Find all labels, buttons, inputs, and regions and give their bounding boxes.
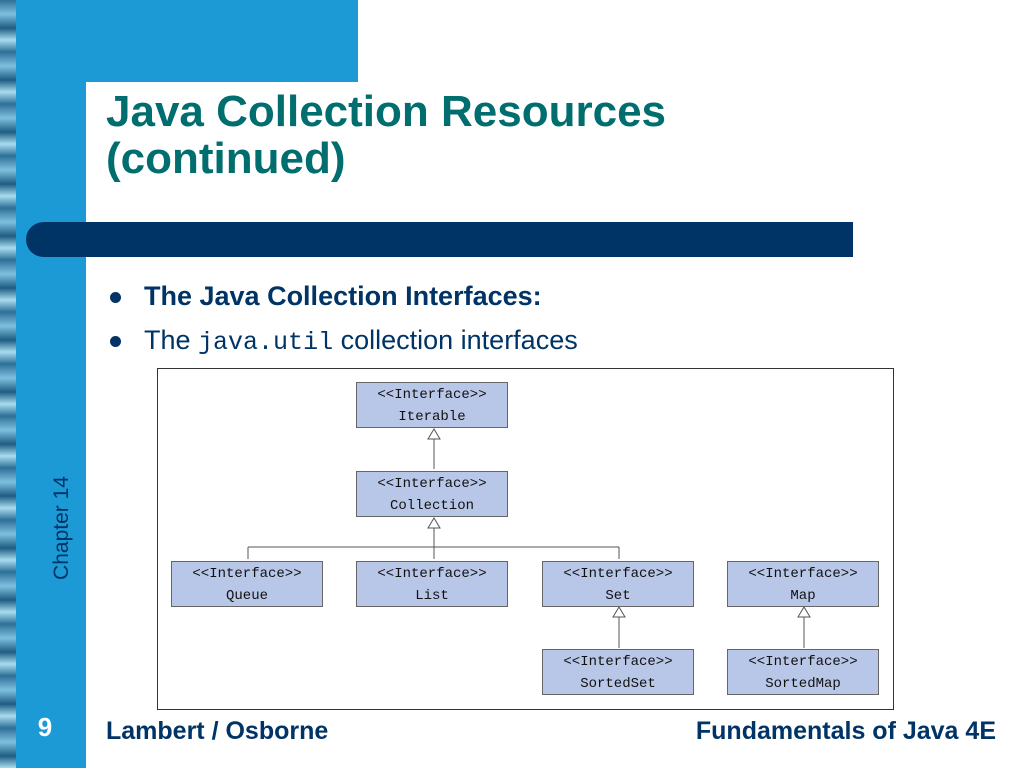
node-name: Map — [728, 585, 878, 607]
interface-node-set: <<Interface>> Set — [542, 561, 694, 607]
node-stereotype: <<Interface>> — [543, 651, 693, 673]
code-package-name: java.util — [198, 328, 333, 357]
interface-node-sortedset: <<Interface>> SortedSet — [542, 649, 694, 695]
bullet-text: The Java Collection Interfaces: — [144, 281, 542, 311]
node-stereotype: <<Interface>> — [357, 563, 507, 585]
bullet-text-prefix: The — [144, 325, 191, 355]
bullet-list: The Java Collection Interfaces: The java… — [110, 274, 578, 365]
node-stereotype: <<Interface>> — [543, 563, 693, 585]
node-name: Queue — [172, 585, 322, 607]
decorative-photo-stripe — [0, 0, 16, 768]
bullet-item: The java.util collection interfaces — [110, 318, 578, 365]
footer-book-title: Fundamentals of Java 4E — [696, 717, 996, 746]
top-accent-panel — [86, 0, 358, 82]
node-stereotype: <<Interface>> — [357, 384, 507, 406]
inheritance-arrow-icon — [613, 607, 625, 617]
inheritance-arrow-icon — [428, 429, 440, 439]
node-stereotype: <<Interface>> — [172, 563, 322, 585]
node-name: Collection — [357, 495, 507, 517]
interface-node-map: <<Interface>> Map — [727, 561, 879, 607]
footer-authors: Lambert / Osborne — [106, 717, 328, 746]
node-stereotype: <<Interface>> — [728, 563, 878, 585]
slide-title: Java Collection Resources (continued) — [106, 88, 986, 182]
interface-node-iterable: <<Interface>> Iterable — [356, 382, 508, 428]
node-stereotype: <<Interface>> — [728, 651, 878, 673]
interface-node-list: <<Interface>> List — [356, 561, 508, 607]
bullet-dot-icon — [110, 336, 121, 347]
uml-interface-diagram: <<Interface>> Iterable <<Interface>> Col… — [157, 368, 894, 710]
left-accent-panel — [16, 0, 86, 768]
node-name: Set — [543, 585, 693, 607]
chapter-label: Chapter 14 — [50, 476, 74, 580]
interface-node-queue: <<Interface>> Queue — [171, 561, 323, 607]
inheritance-arrow-icon — [798, 607, 810, 617]
interface-node-sortedmap: <<Interface>> SortedMap — [727, 649, 879, 695]
bullet-text-suffix: collection interfaces — [341, 325, 578, 355]
bullet-dot-icon — [110, 292, 121, 303]
node-stereotype: <<Interface>> — [357, 473, 507, 495]
node-name: SortedSet — [543, 673, 693, 695]
inheritance-arrow-icon — [428, 518, 440, 528]
title-line-1: Java Collection Resources — [106, 87, 666, 136]
node-name: List — [357, 585, 507, 607]
interface-node-collection: <<Interface>> Collection — [356, 471, 508, 517]
slide-number: 9 — [20, 712, 70, 743]
node-name: SortedMap — [728, 673, 878, 695]
title-divider-bar — [26, 222, 853, 257]
title-line-2: (continued) — [106, 134, 346, 183]
node-name: Iterable — [357, 406, 507, 428]
bullet-item: The Java Collection Interfaces: — [110, 274, 578, 318]
